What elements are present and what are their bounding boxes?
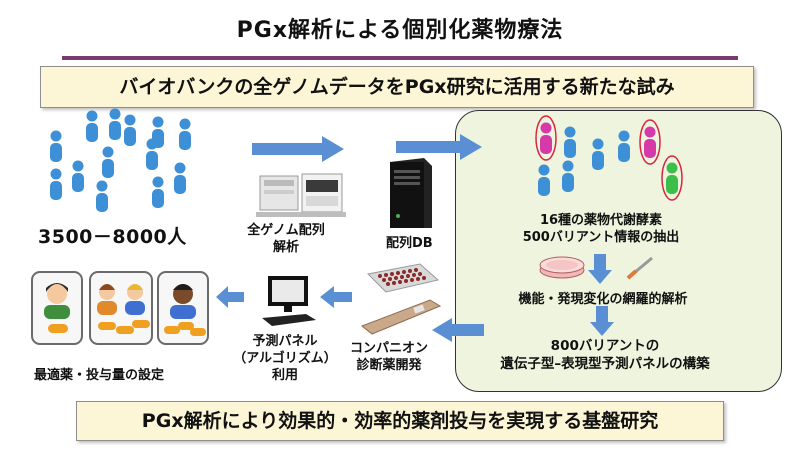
arrow-icon <box>252 136 344 162</box>
person-icon <box>592 138 604 170</box>
person-icon <box>179 118 191 150</box>
arrow-icon <box>320 286 352 308</box>
arrow-icon <box>396 134 482 160</box>
person-icon <box>96 180 108 212</box>
microplate-icon <box>366 263 440 293</box>
patient-card-icon <box>157 271 209 345</box>
test-strip-icon <box>361 299 442 335</box>
sequencer-icon <box>256 173 346 217</box>
person-icon <box>50 130 62 162</box>
person-icon <box>102 146 114 178</box>
person-icon <box>666 162 678 194</box>
population-cluster <box>50 108 191 212</box>
person-icon <box>540 122 552 154</box>
computer-icon <box>262 276 316 326</box>
person-icon <box>644 126 656 158</box>
top-banner: バイオバンクの全ゲノムデータをPGx研究に活用する新たな試み <box>40 66 754 108</box>
companion-diagnostics-label: コンパニオン 診断薬開発 <box>349 341 428 373</box>
person-icon <box>562 160 574 192</box>
person-icon <box>146 138 158 170</box>
selected-population <box>535 115 683 201</box>
dose-setting-label: 最適薬・投与量の設定 <box>34 368 165 383</box>
prediction-panel-label: 予測パネル （アルゴリズム） 利用 <box>233 334 337 383</box>
slide-title: PGx解析による個別化薬物療法 <box>236 18 564 43</box>
person-icon <box>50 168 62 200</box>
person-icon <box>86 110 98 142</box>
arrow-icon <box>432 318 484 342</box>
panel-build-label: 800バリアントの 遺伝子型–表現型予測パネルの構築 <box>500 338 710 372</box>
person-icon <box>124 114 136 146</box>
pipette-icon <box>626 256 653 280</box>
patient-card-icon <box>89 271 153 345</box>
population-size: 3500－8000人 <box>38 226 187 248</box>
person-icon <box>538 164 550 196</box>
arrow-icon <box>590 306 614 336</box>
person-icon <box>564 126 576 158</box>
highlight-ring <box>661 155 683 201</box>
title-underline <box>62 56 738 60</box>
person-icon <box>152 176 164 208</box>
person-icon <box>618 130 630 162</box>
sequencing-label: 全ゲノム配列 解析 <box>247 223 325 255</box>
highlight-ring <box>639 119 661 165</box>
patient-card-icon <box>31 271 83 345</box>
server-icon <box>390 158 432 228</box>
database-label: 配列DB <box>386 236 433 251</box>
arrow-icon <box>216 286 244 308</box>
bottom-banner: PGx解析により効果的・効率的薬剤投与を実現する基盤研究 <box>76 401 724 441</box>
arrow-icon <box>588 254 612 284</box>
petri-dish-icon <box>539 256 585 279</box>
extraction-label: 16種の薬物代謝酵素 500バリアント情報の抽出 <box>522 213 680 245</box>
patient-cards <box>31 271 209 345</box>
highlight-ring <box>535 115 557 161</box>
person-icon <box>174 162 186 194</box>
functional-analysis-label: 機能・発現変化の網羅的解析 <box>518 292 688 307</box>
person-icon <box>109 108 121 140</box>
person-icon <box>72 160 84 192</box>
